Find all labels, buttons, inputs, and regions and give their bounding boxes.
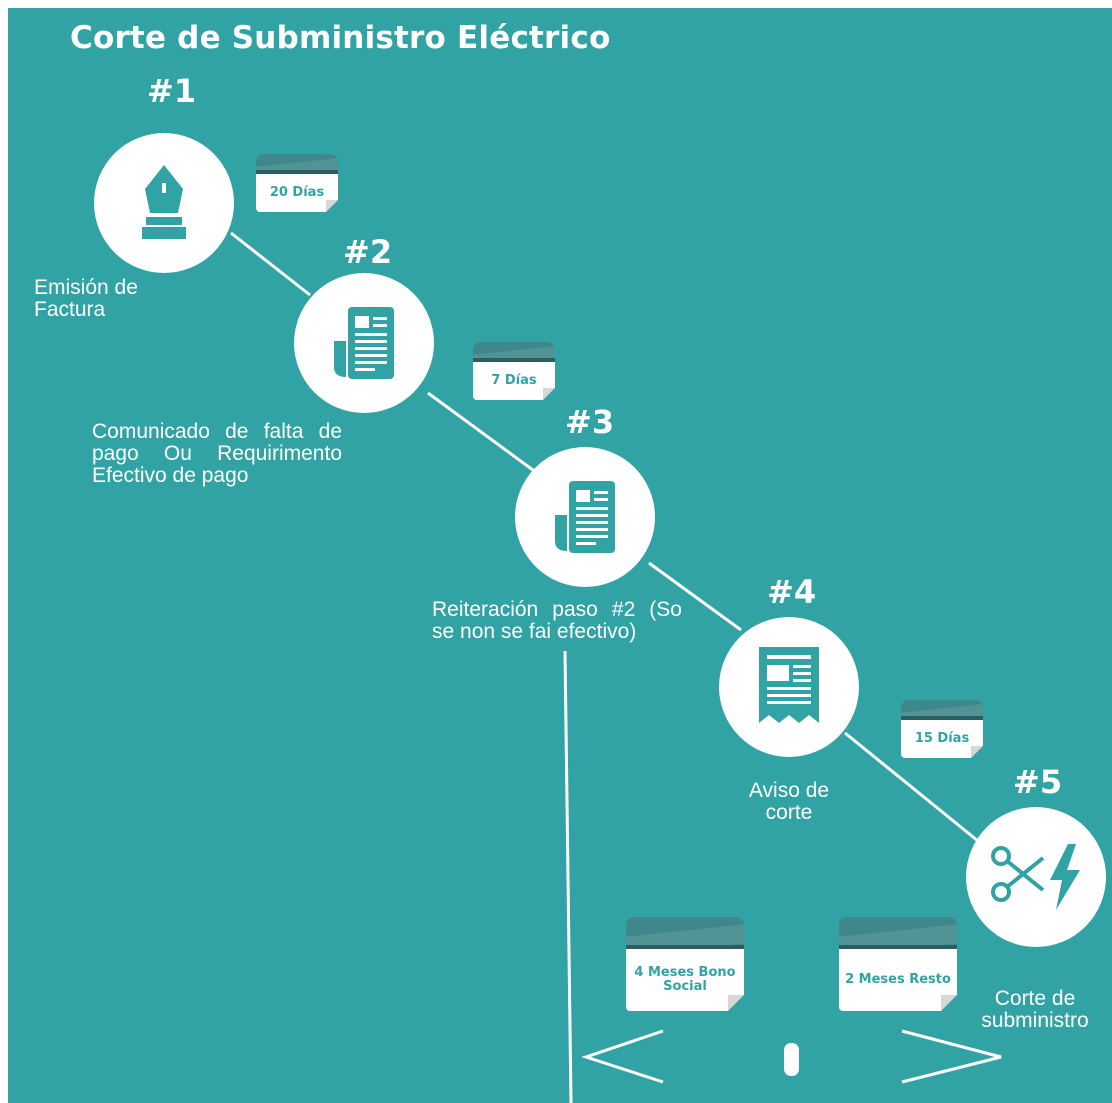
connector-vertical [563, 650, 573, 1103]
step-1-label: Emisión de Factura [34, 276, 138, 321]
step-5-label: Corte de subministro [981, 987, 1089, 1032]
step-4-number: #4 [767, 573, 817, 611]
document-icon [555, 481, 615, 553]
step-1-number: #1 [147, 72, 197, 110]
step-3-circle [515, 447, 655, 587]
calendar-label: 7 Días [473, 362, 555, 400]
step-2-label: Comunicado de falta de pago Ou Requirime… [92, 420, 342, 487]
left-angle-bracket [581, 1029, 664, 1084]
connector-lines [230, 231, 1002, 1103]
calendar-15-dias: 15 Días [901, 700, 983, 758]
calendar-label: 2 Meses Resto [839, 949, 957, 1011]
pen-nib-icon [142, 165, 186, 239]
page-title: Corte de Subministro Eléctrico [70, 20, 611, 56]
step-5-number: #5 [1013, 763, 1063, 801]
diagram-canvas: Corte de Subministro Eléctrico #1 Emisió… [8, 8, 1112, 1103]
connector-2-3 [427, 391, 538, 475]
calendar-7-dias: 7 Días [473, 342, 555, 400]
step-1-circle [94, 133, 234, 273]
right-angle-bracket [901, 1029, 1002, 1084]
connector-4-5 [844, 731, 979, 843]
step-2-circle [294, 273, 434, 413]
step-3-number: #3 [565, 403, 615, 441]
calendar-label: 20 Días [256, 174, 338, 212]
connector-1-2 [230, 231, 311, 297]
step-2-number: #2 [343, 233, 393, 271]
scissors-lightning-icon [991, 844, 1080, 910]
calendar-label: 15 Días [901, 720, 983, 758]
calendar-4-meses-bono-social: 4 Meses Bono Social [626, 917, 744, 1011]
calendar-20-dias: 20 Días [256, 154, 338, 212]
step-4-circle [719, 617, 859, 757]
receipt-icon [759, 647, 819, 723]
step-4-label: Aviso de corte [748, 779, 830, 824]
step-3-label: Reiteración paso #2 (So se non se fai ef… [432, 598, 682, 643]
document-icon [334, 307, 394, 379]
step-5-circle [966, 807, 1106, 947]
connector-3-4 [648, 561, 742, 632]
calendar-label: 4 Meses Bono Social [626, 949, 744, 1011]
calendar-2-meses-resto: 2 Meses Resto [839, 917, 957, 1011]
pipe-separator [784, 1043, 799, 1076]
